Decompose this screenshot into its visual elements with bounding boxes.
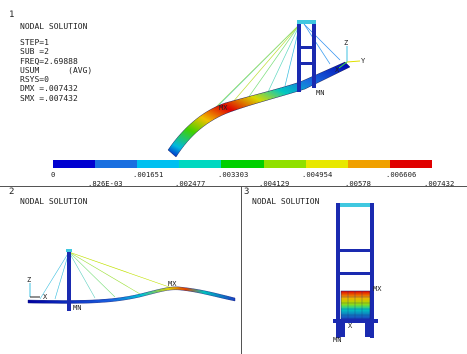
x-axis-label: X: [43, 293, 48, 301]
window-number: 1: [9, 10, 15, 20]
legend-label-bottom: .004129: [259, 179, 290, 188]
x-axis-label: X: [348, 322, 353, 330]
front-view-panel[interactable]: 3 NODAL SOLUTION: [241, 187, 467, 354]
window-number: 3: [244, 187, 250, 197]
legend-label-top: .006606: [386, 170, 417, 179]
pier-left: [339, 323, 345, 337]
deck-mesh: [341, 291, 370, 319]
window-number: 2: [9, 187, 15, 197]
mx-marker: MX: [373, 285, 382, 293]
legend-band: [389, 160, 432, 168]
solution-info: STEP=1 SUB =2 FREQ=2.69888 USUM (AVG) RS…: [20, 38, 92, 103]
axis-triad: [338, 46, 361, 69]
legend-band: [221, 160, 264, 168]
tower-cap: [66, 249, 72, 252]
legend-label-top: .003303: [218, 170, 249, 179]
info-step: STEP=1: [20, 38, 49, 47]
bridge-side-model: Z X MX MN: [27, 249, 236, 312]
info-sub: SUB =2: [20, 47, 49, 57]
legend-band: [179, 160, 222, 168]
vertical-divider: [241, 187, 242, 354]
panel-title: NODAL SOLUTION: [20, 197, 88, 206]
deck-surface: [27, 286, 236, 304]
info-smx: SMX =.007432: [20, 93, 78, 103]
axis-triad: [29, 283, 40, 298]
mn-marker: MN: [316, 89, 324, 97]
legend-band: [137, 160, 180, 168]
mx-marker: MX: [168, 280, 177, 288]
legend-band: [53, 160, 96, 168]
panel-title: NODAL SOLUTION: [252, 197, 320, 206]
deck-section: [340, 290, 371, 320]
mn-marker: MN: [73, 304, 81, 312]
main-view-panel[interactable]: 1 NODAL SOLUTION STEP=1 SUB =2 FREQ=2.69…: [0, 0, 467, 188]
info-rsys: RSYS=0: [20, 75, 49, 85]
info-usum: USUM (AVG): [20, 65, 93, 75]
horizontal-divider: [0, 186, 467, 187]
legend-band: [347, 160, 390, 168]
bridge-3d-model: MX MN Z Y X: [167, 20, 366, 158]
pier-cap: [333, 319, 378, 323]
mx-marker: MX: [219, 104, 228, 112]
legend-band: [305, 160, 348, 168]
x-axis-label: X: [335, 66, 340, 74]
legend-label-bottom: .002477: [175, 179, 206, 188]
side-view-panel[interactable]: 2 NODAL SOLUTION: [0, 187, 241, 354]
contour-legend: [53, 160, 432, 168]
deck-surface: [167, 61, 351, 158]
legend-label-bottom: .00578: [345, 179, 371, 188]
legend-label-top: 0: [51, 170, 56, 179]
mn-marker: MN: [333, 336, 341, 344]
panel-title: NODAL SOLUTION: [20, 22, 88, 31]
legend-label-top: .001651: [133, 170, 164, 179]
z-axis-label: Z: [27, 276, 31, 284]
cables: [39, 251, 173, 300]
legend-label-bottom: .007432: [424, 179, 455, 188]
y-axis-label: Y: [361, 57, 366, 65]
tower-frame: [336, 203, 374, 338]
info-dmx: DMX =.007432: [20, 84, 78, 94]
legend-band: [263, 160, 306, 168]
legend-band: [95, 160, 138, 168]
tower: [297, 20, 316, 92]
legend-label-bottom: .826E-03: [88, 179, 123, 188]
bridge-front-model: MX MN X: [333, 203, 382, 344]
pier-right: [365, 323, 371, 337]
legend-label-top: .004954: [302, 170, 333, 179]
z-axis-label: Z: [344, 39, 348, 47]
tower: [67, 251, 71, 311]
info-freq: FREQ=2.69888: [20, 56, 78, 66]
